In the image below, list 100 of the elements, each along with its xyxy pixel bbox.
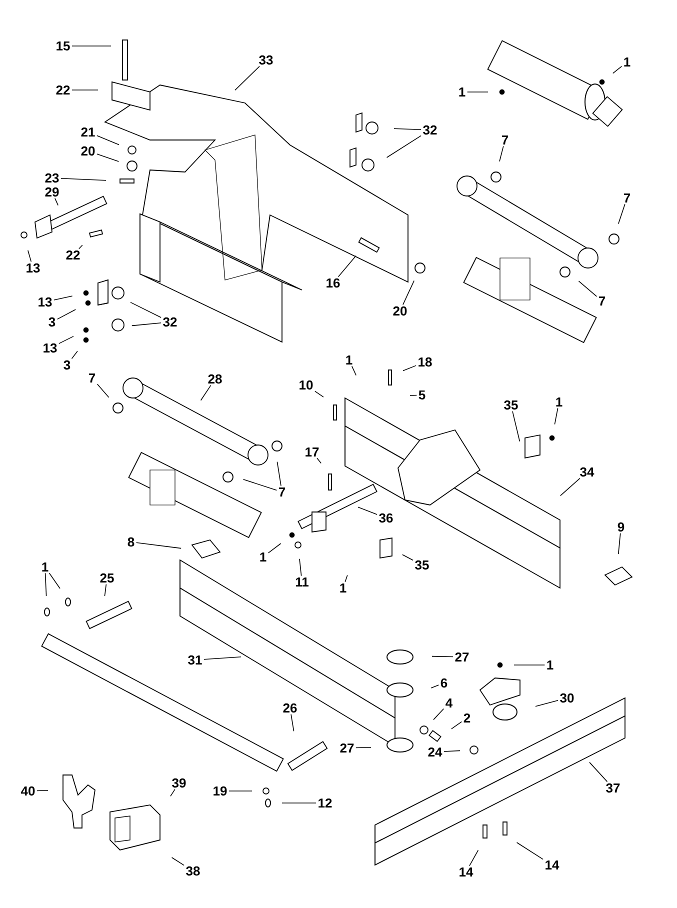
callout-number: 27: [455, 652, 469, 662]
callout-number: 25: [100, 573, 114, 583]
leader-line: [170, 788, 176, 797]
callout-number: 4: [446, 698, 453, 708]
leader-line: [402, 280, 414, 306]
leader-line: [276, 461, 282, 486]
callout-number: 5: [418, 390, 426, 400]
callout-number: 7: [598, 296, 606, 306]
callout-number: 8: [128, 537, 134, 547]
callout-number: 29: [45, 187, 59, 197]
callout-number: 20: [81, 146, 95, 156]
leader-line: [290, 714, 294, 732]
leader-line: [28, 250, 32, 262]
callout-number: 1: [547, 660, 554, 670]
leader-line: [512, 410, 520, 442]
callout-number: 13: [26, 263, 40, 273]
leader-line: [560, 478, 580, 496]
leader-line: [535, 700, 558, 707]
callout-number: 7: [624, 194, 630, 202]
leader-line: [282, 802, 316, 804]
leader-line: [48, 572, 60, 589]
leader-line: [104, 584, 107, 596]
leader-line: [36, 790, 48, 792]
callout-number: 36: [379, 513, 393, 523]
callout-number: 14: [546, 860, 560, 870]
leader-line: [356, 747, 372, 748]
leader-line: [78, 244, 83, 250]
callout-number: 20: [393, 306, 407, 316]
callout-number: 28: [208, 374, 222, 384]
callout-number: 18: [418, 357, 432, 367]
callout-number: 32: [423, 125, 437, 135]
callout-number: 15: [56, 41, 70, 51]
leader-line: [268, 543, 282, 554]
leader-line: [56, 309, 76, 320]
leader-line: [60, 178, 106, 181]
leader-line: [394, 128, 422, 130]
leader-line: [234, 66, 260, 91]
leader-line: [351, 366, 356, 376]
leader-line: [54, 296, 73, 300]
callout-number: 1: [624, 58, 630, 66]
leader-line: [499, 146, 504, 162]
callout-number: 17: [306, 448, 319, 456]
leader-line: [589, 762, 608, 782]
leader-line: [358, 506, 378, 515]
callout-number: 13: [38, 297, 52, 307]
callout-number: 7: [88, 374, 96, 382]
callout-number: 38: [186, 866, 200, 876]
callout-number: 7: [502, 136, 508, 144]
callout-number: 1: [340, 584, 346, 592]
leader-line: [200, 384, 212, 401]
callout-number: 32: [163, 317, 177, 327]
callout-number: 33: [259, 55, 273, 65]
callout-number: 3: [64, 360, 70, 370]
callout-number: 23: [45, 173, 59, 183]
callout-number: 31: [188, 655, 202, 665]
leader-line: [444, 750, 460, 752]
leader-line: [386, 135, 422, 158]
callout-number: 1: [260, 552, 266, 562]
leader-line: [96, 384, 110, 398]
leader-line: [554, 408, 558, 425]
callout-number: 1: [346, 356, 352, 364]
callout-number: 22: [56, 85, 70, 95]
leader-line: [514, 664, 546, 666]
leader-line: [58, 336, 74, 344]
leader-line: [130, 302, 162, 318]
callout-number: 35: [415, 560, 429, 570]
callout-number: 1: [556, 398, 562, 406]
leader-line: [136, 542, 182, 549]
leader-line: [402, 365, 416, 372]
leader-line: [96, 135, 120, 146]
callout-number: 14: [460, 868, 474, 876]
leader-line: [410, 394, 418, 396]
leader-line: [71, 350, 78, 360]
leader-line: [171, 857, 184, 866]
leader-line: [618, 204, 626, 224]
leader-line: [44, 572, 47, 596]
leader-line: [469, 850, 479, 866]
leader-line: [204, 656, 242, 660]
callout-number: 39: [172, 778, 186, 788]
callout-number: 35: [504, 400, 518, 410]
callout-number: 21: [81, 127, 95, 137]
callout-number: 6: [440, 678, 448, 688]
callout-number: 1: [42, 562, 48, 572]
callout-number: 7: [278, 488, 286, 496]
callout-number: 22: [66, 250, 80, 260]
leader-line: [402, 554, 414, 561]
leader-line: [96, 154, 120, 162]
callout-number: 40: [20, 786, 35, 796]
callout-number: 9: [618, 522, 624, 532]
leader-line: [433, 708, 444, 720]
callout-number: 1: [459, 88, 466, 96]
callout-number: 12: [318, 798, 332, 808]
leader-line: [338, 255, 356, 278]
callout-number: 24: [428, 747, 442, 757]
leader-line: [578, 280, 598, 297]
callout-number: 13: [44, 343, 57, 353]
leader-line: [242, 479, 278, 491]
callout-number: 19: [214, 786, 227, 796]
leader-line: [618, 532, 621, 554]
leader-line: [228, 790, 252, 792]
